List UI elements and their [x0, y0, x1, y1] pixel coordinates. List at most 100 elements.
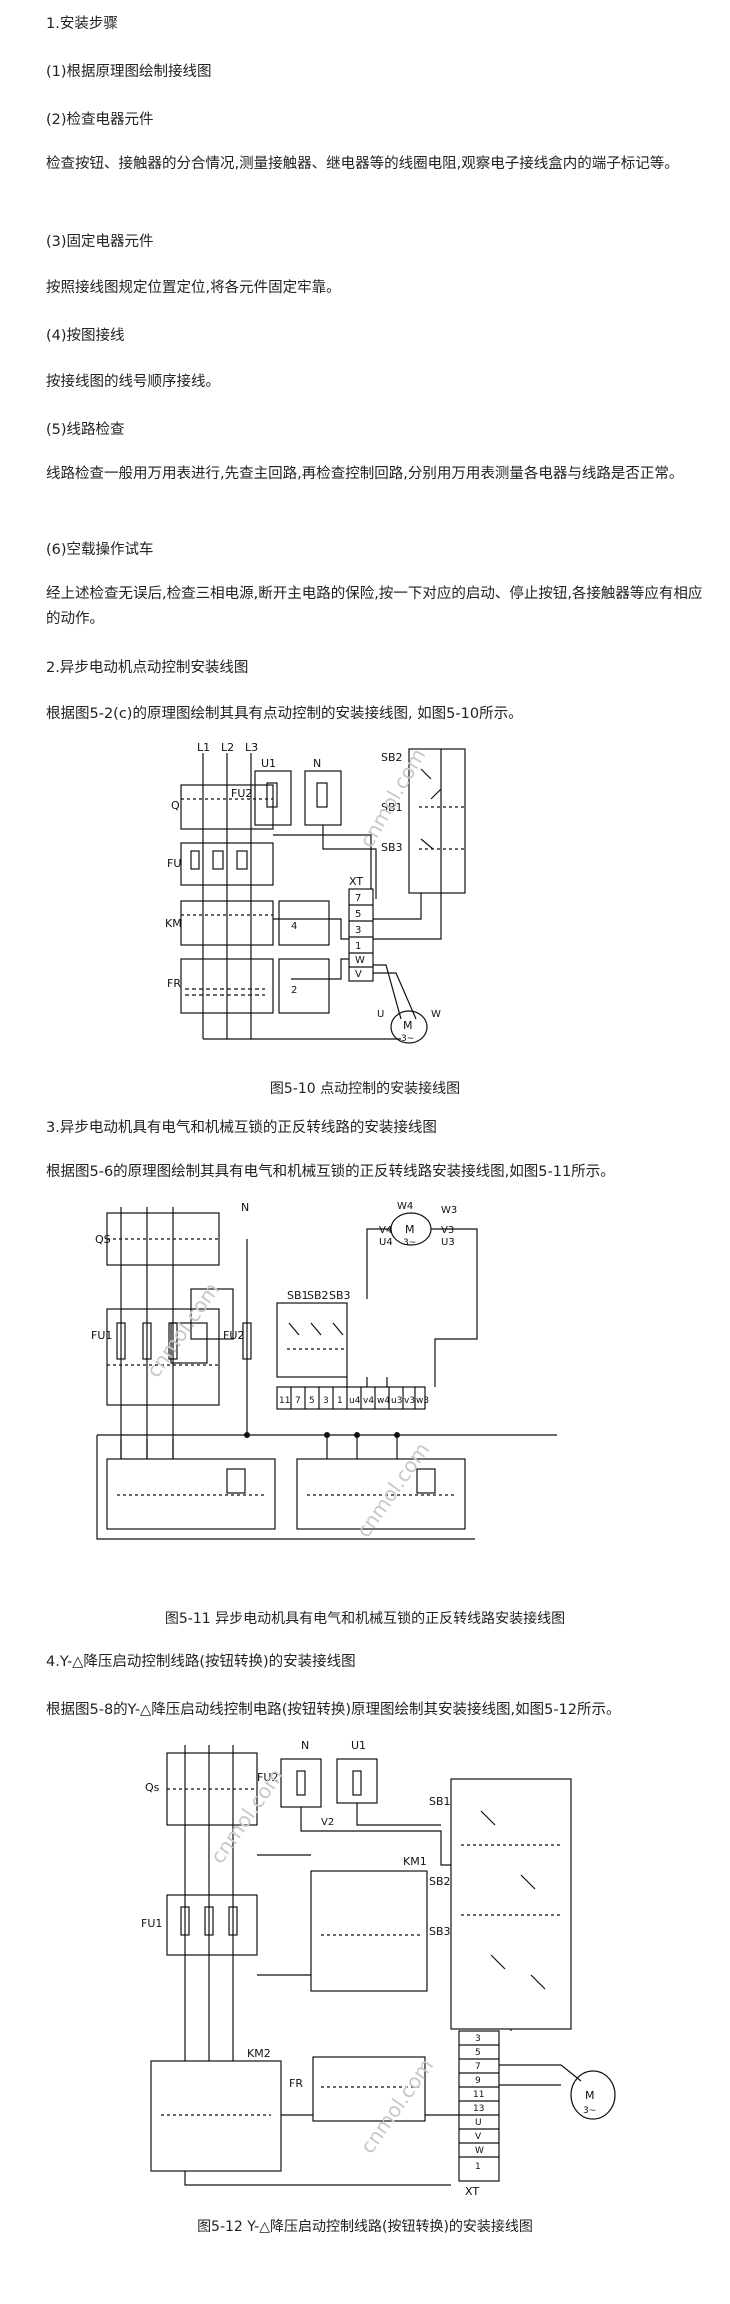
step-3-text: 按照接线图规定位置定位,将各元件固定牢靠。: [46, 280, 341, 296]
term-11: 11: [473, 2090, 484, 2100]
term-13: 13: [473, 2104, 484, 2114]
motor-phase: 3~: [583, 2106, 596, 2116]
term-w4: w4: [377, 1396, 390, 1406]
step-2-text: 检查按钮、接触器的分合情况,测量接触器、继电器等的线圈电阻,观察电子接线盒内的端…: [46, 156, 679, 172]
step-3: (3)固定电器元件: [46, 234, 154, 250]
term-w: W: [475, 2146, 484, 2156]
jog-intro: 根据图5-2(c)的原理图绘制其具有点动控制的安装接线图, 如图5-10所示。: [46, 706, 523, 722]
term-7: 7: [355, 893, 361, 904]
heading-jog-control: 2.异步电动机点动控制安装线图: [46, 660, 249, 676]
term-u3: u3: [391, 1396, 402, 1406]
term-1: 1: [337, 1396, 343, 1406]
term-9: 9: [475, 2076, 481, 2086]
label-v3: V3: [441, 1225, 454, 1236]
term-7: 7: [295, 1396, 301, 1406]
label-u1: U1: [351, 1739, 366, 1752]
label-fu1: FU1: [141, 1917, 162, 1930]
watermark-5: cnmol.com: [355, 2054, 438, 2158]
motor-phase: 3~: [401, 1034, 414, 1044]
motor-m: M: [405, 1223, 415, 1236]
label-sb3: SB3: [329, 1289, 351, 1302]
label-n: N: [241, 1201, 249, 1214]
term-v3: v3: [404, 1396, 415, 1406]
motor-phase: 3~: [403, 1238, 416, 1248]
label-fu2: FU2: [257, 1771, 278, 1784]
caption-5-12: 图5-12 Y-△降压启动控制线路(按钮转换)的安装接线图: [197, 2219, 533, 2235]
label-sb2: SB2: [381, 751, 403, 764]
step-6: (6)空载操作试车: [46, 542, 154, 558]
term-v: V: [475, 2132, 482, 2142]
label-km: KM: [165, 917, 182, 930]
caption-5-10: 图5-10 点动控制的安装接线图: [269, 1081, 461, 1097]
term-w3: w3: [416, 1396, 429, 1406]
label-u4: U4: [379, 1237, 393, 1248]
label-v2: V2: [321, 1817, 334, 1828]
figure-5-12-diagram: Qs FU1 FU2 N U1 V2 KM1 KM2 FR SB1 SB2 SB…: [141, 1739, 616, 2198]
term-3: 3: [475, 2034, 481, 2044]
label-q: Q: [171, 799, 180, 812]
star-delta-intro: 根据图5-8的Y-△降压启动线控制电路(按钮转换)原理图绘制其安装接线图,如图5…: [46, 1702, 621, 1718]
figure-5-10-diagram: L1 L2 L3 Q FU KM FR U1 N FU2 SB2 SB1 SB3…: [165, 741, 466, 1044]
label-qs: QS: [95, 1233, 111, 1246]
label-km1: KM1: [403, 1855, 427, 1868]
term-u: U: [475, 2118, 482, 2128]
label-w4: W4: [397, 1201, 413, 1212]
term-5: 5: [355, 909, 361, 920]
term-1: 1: [355, 941, 361, 952]
heading-forward-reverse: 3.异步电动机具有电气和机械互锁的正反转线路的安装接线图: [46, 1120, 437, 1136]
step-1: (1)根据原理图绘制接线图: [46, 64, 212, 80]
heading-install-steps: 1.安装步骤: [46, 16, 118, 32]
label-u3: U3: [441, 1237, 455, 1248]
term-11: 11: [279, 1396, 290, 1406]
label-sb1: SB1: [381, 801, 403, 814]
label-n: N: [313, 757, 321, 770]
label-fr: FR: [289, 2077, 303, 2090]
watermark-4: cnmol.com: [205, 1764, 288, 1868]
fr-aux-2: 2: [291, 985, 297, 996]
watermark-3: cnmol.com: [351, 1438, 434, 1542]
forward-reverse-intro: 根据图5-6的原理图绘制其具有电气和机械互锁的正反转线路安装接线图,如图5-11…: [46, 1164, 615, 1180]
label-l3: L3: [245, 741, 258, 754]
label-fu: FU: [167, 857, 181, 870]
term-v4: v4: [363, 1396, 374, 1406]
watermark-2: cnmol.com: [141, 1278, 224, 1382]
step-6-text: 经上述检查无误后,检查三相电源,断开主电路的保险,按一下对应的启动、停止按钮,各…: [46, 586, 703, 627]
label-sb2: SB2: [307, 1289, 329, 1302]
label-km2: KM2: [247, 2047, 271, 2060]
label-n: N: [301, 1739, 309, 1752]
term-3: 3: [323, 1396, 329, 1406]
step-5: (5)线路检查: [46, 422, 125, 438]
term-w: W: [355, 955, 365, 966]
heading-star-delta: 4.Y-△降压启动控制线路(按钮转换)的安装接线图: [46, 1654, 356, 1670]
label-v4: V4: [379, 1225, 392, 1236]
label-sb1: SB1: [287, 1289, 309, 1302]
label-sb3: SB3: [381, 841, 403, 854]
figure-5-11-diagram: QS FU1 FU2 N SB1 SB2 SB3 M 3~ W4 V4 U4 W…: [91, 1201, 557, 1542]
label-sb2: SB2: [429, 1875, 451, 1888]
label-l1: L1: [197, 741, 210, 754]
motor-m: M: [403, 1019, 413, 1032]
term-7: 7: [475, 2062, 481, 2072]
motor-u: U: [377, 1009, 384, 1020]
label-fu2: FU2: [231, 787, 252, 800]
label-xt: XT: [349, 875, 363, 888]
step-4-text: 按接线图的线号顺序接线。: [46, 374, 220, 390]
label-qs: Qs: [145, 1781, 160, 1794]
label-fr: FR: [167, 977, 181, 990]
term-5: 5: [475, 2048, 481, 2058]
label-w3: W3: [441, 1205, 457, 1216]
term-5: 5: [309, 1396, 315, 1406]
label-fu1: FU1: [91, 1329, 112, 1342]
caption-5-11: 图5-11 异步电动机具有电气和机械互锁的正反转线路安装接线图: [164, 1611, 566, 1627]
km-aux-4: 4: [291, 921, 297, 932]
label-sb1: SB1: [429, 1795, 451, 1808]
motor-m: M: [585, 2089, 595, 2102]
step-5-text: 线路检查一般用万用表进行,先查主回路,再检查控制回路,分别用万用表测量各电器与线…: [46, 466, 684, 482]
label-u1: U1: [261, 757, 276, 770]
label-l2: L2: [221, 741, 234, 754]
label-sb3: SB3: [429, 1925, 451, 1938]
motor-w: W: [431, 1009, 441, 1020]
term-u4: u4: [349, 1396, 361, 1406]
label-xt: XT: [465, 2185, 479, 2198]
label-fu2: FU2: [223, 1329, 244, 1342]
